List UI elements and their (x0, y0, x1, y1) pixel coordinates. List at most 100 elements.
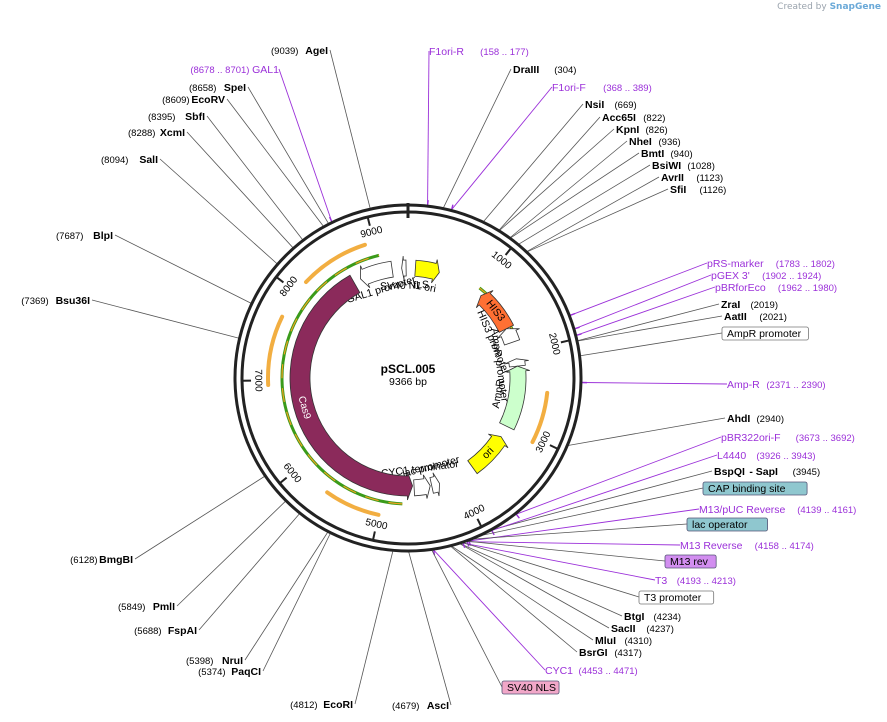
primer-pbrforeco[interactable]: pBRforEco(1962 .. 1980) (715, 282, 837, 294)
enzyme-bmgbi[interactable]: BmgBI(6128) (70, 554, 133, 566)
enzyme-pmli[interactable]: PmlI(5849) (118, 601, 175, 613)
enzyme-name: PmlI (153, 601, 175, 613)
tick-6000: 6000 (279, 461, 304, 486)
feature-box-ampr-promoter[interactable]: AmpR promoter (721, 326, 809, 341)
primer-line (468, 508, 700, 542)
enzyme-sacii[interactable]: SacII(4237) (611, 623, 674, 635)
enzyme-name: XcmI (160, 127, 185, 139)
primer-name: M13/pUC Reverse (699, 504, 786, 516)
enzyme-bsrgi[interactable]: BsrGI(4317) (579, 647, 642, 659)
enzyme-nrui[interactable]: NruI(5398) (186, 655, 243, 667)
enzyme-line (450, 545, 594, 641)
enzyme-name: BmtI (641, 148, 664, 160)
enzyme-mlui[interactable]: MluI(4310) (595, 635, 652, 647)
enzyme-line (247, 86, 330, 225)
enzyme-name: SpeI (224, 82, 246, 94)
enzyme-name: BspQI (714, 466, 745, 478)
tick-mark (476, 518, 483, 528)
enzyme-name: KpnI (616, 124, 639, 136)
enzyme-spei[interactable]: SpeI (8658) (189, 82, 246, 94)
enzyme-alt-name: - SapI (749, 466, 778, 478)
orf-indicator (280, 253, 403, 506)
tick-label: 7000 (252, 369, 263, 392)
primer-pbr322ori-f[interactable]: pBR322ori-F(3673 .. 3692) (721, 432, 855, 444)
tick-label: 8000 (278, 274, 301, 299)
feature-box-bg (721, 326, 809, 341)
feature-cas9[interactable]: Cas9 (289, 274, 413, 501)
enzyme-paqci[interactable]: PaqCI(5374) (198, 666, 261, 678)
enzyme-fspai[interactable]: FspAI(5688) (134, 625, 197, 637)
enzyme-avrii[interactable]: AvrII(1123) (661, 172, 723, 184)
primer-f1ori-r[interactable]: F1ori-R(158 .. 177) (429, 46, 529, 58)
feature-sv40-nls[interactable]: SV40 NLS (380, 256, 429, 293)
enzyme-blpi[interactable]: BlpI(7687) (56, 230, 113, 242)
enzyme-line (354, 550, 394, 705)
enzyme-line (576, 303, 720, 342)
enzyme-sbfi[interactable]: SbfI(8395) (148, 111, 205, 123)
feature-box-m13-rev[interactable]: M13 rev (664, 554, 717, 569)
enzyme-ecori[interactable]: EcoRI(4812) (290, 699, 353, 711)
primer-name: pBRforEco (715, 282, 766, 294)
enzyme-position: (1028) (687, 161, 714, 172)
primer-amp-r[interactable]: Amp-R(2371 .. 2390) (727, 379, 826, 391)
primer-f1ori-f[interactable]: F1ori-F(368 .. 389) (552, 82, 652, 94)
enzyme-position: (8658) (189, 83, 216, 94)
enzyme-name: SacII (611, 623, 636, 635)
enzyme-agei[interactable]: AgeI(9039) (271, 45, 328, 57)
enzyme-nhei[interactable]: NheI(936) (629, 136, 681, 148)
enzyme-name: EcoRI (323, 699, 353, 711)
enzyme-sali[interactable]: SalI(8094) (101, 154, 158, 166)
tick-mark (560, 339, 570, 344)
tick-1000: 1000 (489, 247, 514, 272)
enzyme-nsii[interactable]: NsiI(669) (585, 99, 637, 111)
primer-t3[interactable]: T3(4193 .. 4213) (655, 575, 736, 587)
enzyme-bmti[interactable]: BmtI(940) (641, 148, 693, 160)
tick-label: 9000 (359, 224, 384, 240)
primer-site-mark (426, 200, 429, 206)
enzyme-draiii[interactable]: DraIII(304) (513, 64, 576, 76)
enzyme-ahdi[interactable]: AhdI(2940) (727, 413, 784, 425)
primer-name: M13 Reverse (680, 540, 743, 552)
feature-ampr[interactable]: AmpR (490, 365, 530, 431)
feature-box-cap-binding-site[interactable]: CAP binding site (702, 481, 808, 496)
enzyme-zrai[interactable]: ZraI(2019) (721, 299, 778, 311)
feature-f1-ori[interactable]: f1 ori (412, 259, 440, 296)
primer-cyc1[interactable]: CYC1(4453 .. 4471) (545, 665, 638, 677)
primer-m13-reverse[interactable]: M13 Reverse(4158 .. 4174) (680, 540, 814, 552)
enzyme-bsu36i[interactable]: Bsu36I(7369) (21, 295, 90, 307)
primer-m13-puc-reverse[interactable]: M13/pUC Reverse (4139 .. 4161) (699, 504, 856, 516)
primer-pgex-3[interactable]: pGEX 3'(1902 .. 1924) (711, 270, 821, 282)
enzyme-bsiwi[interactable]: BsiWI(1028) (652, 160, 715, 172)
primer-site-mark (328, 216, 333, 222)
feature-ori[interactable]: ori (467, 433, 509, 475)
enzyme-kpni[interactable]: KpnI(826) (616, 124, 668, 136)
feature-line (478, 487, 704, 537)
primer-range: (4139 .. 4161) (797, 505, 856, 516)
enzyme-line (244, 531, 329, 661)
primer-l4440[interactable]: L4440(3926 .. 3943) (717, 450, 816, 462)
enzyme-name: AatII (724, 311, 747, 323)
feature-box-t3-promoter[interactable]: T3 promoter (638, 590, 715, 605)
enzyme-sfii[interactable]: SfiI(1126) (670, 184, 726, 196)
feature-box-bg (686, 517, 768, 532)
enzyme-position: (5374) (198, 667, 225, 678)
primer-gal1[interactable]: GAL1(8678 .. 8701) (190, 64, 279, 76)
enzyme-asci[interactable]: AscI(4679) (392, 700, 449, 712)
primer-name: F1ori-R (429, 46, 464, 58)
enzyme-ecorv[interactable]: EcoRV(8609) (162, 94, 225, 106)
feature-box-lac-operator[interactable]: lac operator (686, 517, 768, 532)
primer-prs-marker[interactable]: pRS-marker(1783 .. 1802) (707, 258, 835, 270)
enzyme-line (91, 299, 240, 339)
enzyme-aatii[interactable]: AatII(2021) (724, 311, 787, 323)
feature-arrow (413, 474, 431, 499)
enzyme-bspqi[interactable]: BspQI- SapI(3945) (714, 466, 820, 478)
tick-label: 5000 (364, 517, 388, 533)
feature-box-bg (702, 481, 808, 496)
enzyme-acc65i[interactable]: Acc65I(822) (602, 112, 665, 124)
enzyme-btgi[interactable]: BtgI(4234) (624, 611, 681, 623)
enzyme-xcmi[interactable]: XcmI(8288) (128, 127, 185, 139)
snapgene-credit: Created by SnapGene (777, 2, 881, 12)
primer-name: L4440 (717, 450, 746, 462)
feature-gal1-promoter[interactable]: GAL1 promoter (345, 260, 418, 306)
feature-box-sv40-nls[interactable]: SV40 NLS (501, 680, 560, 695)
